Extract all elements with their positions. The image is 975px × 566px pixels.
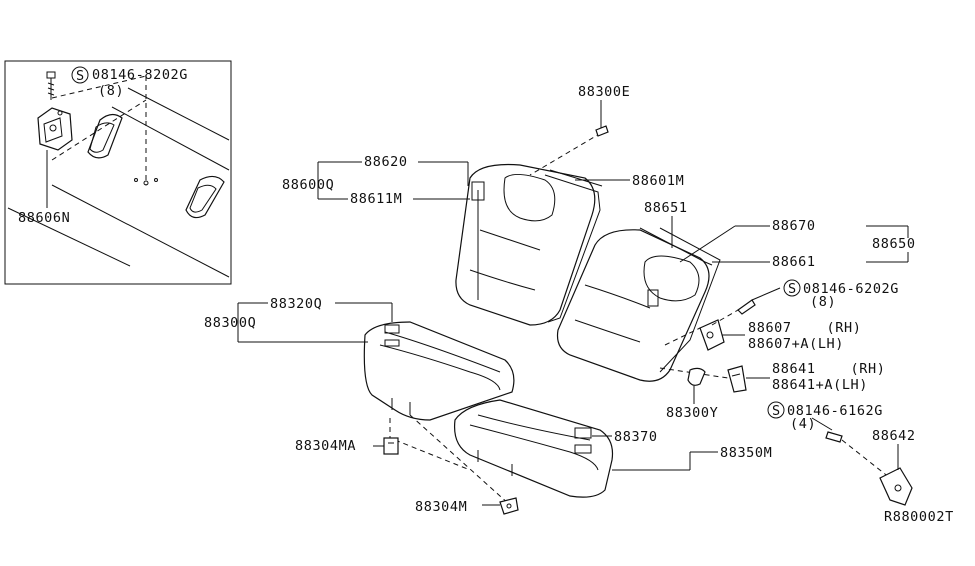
label-bolt-6202G-qty: (8) bbox=[810, 294, 836, 310]
label-88650: 88650 bbox=[872, 236, 916, 252]
label-88641-lh: 88641+A(LH) bbox=[772, 377, 868, 393]
label-bolt-6162G: 08146-6162G bbox=[787, 403, 883, 419]
symbol-s-2-text: S bbox=[772, 403, 781, 419]
bracket-88642 bbox=[879, 467, 913, 506]
inset-bolt-label: 08146-8202G bbox=[92, 67, 188, 83]
label-88661: 88661 bbox=[772, 254, 816, 270]
screw-88300E bbox=[595, 125, 609, 137]
label-88304M: 88304M bbox=[415, 499, 467, 515]
seatback-left bbox=[455, 163, 603, 326]
label-88320Q: 88320Q bbox=[270, 296, 322, 312]
symbol-s-1-text: S bbox=[788, 281, 797, 297]
cushion-right bbox=[453, 399, 614, 498]
labels: 88300E 88620 88600Q 88611M 88601M 88651 … bbox=[204, 84, 954, 525]
inset-detail: S 08146-8202G (8) 88606N bbox=[4, 60, 232, 285]
cushion-left bbox=[363, 321, 515, 421]
label-88607-lh: 88607+A(LH) bbox=[748, 336, 844, 352]
label-88641-rh: 88641 (RH) bbox=[772, 361, 885, 377]
inset-bolt bbox=[46, 71, 56, 100]
label-88670: 88670 bbox=[772, 218, 816, 234]
label-88300Y: 88300Y bbox=[666, 405, 718, 421]
label-88620: 88620 bbox=[364, 154, 408, 170]
clip-88304M bbox=[499, 497, 519, 515]
label-88642: 88642 bbox=[872, 428, 916, 444]
label-88607-rh: 88607 (RH) bbox=[748, 320, 861, 336]
label-88300E: 88300E bbox=[578, 84, 630, 100]
label-88300Q: 88300Q bbox=[204, 315, 256, 331]
label-bolt-6162G-qty: (4) bbox=[790, 416, 816, 432]
inset-frame bbox=[4, 60, 232, 285]
inset-symbol-s bbox=[71, 66, 89, 84]
symbol-s-1 bbox=[783, 279, 801, 297]
latch-88607 bbox=[699, 319, 725, 351]
striker-88641 bbox=[727, 365, 747, 393]
seatback-right bbox=[556, 227, 721, 382]
inset-bolt-qty: (8) bbox=[98, 83, 124, 99]
inset-symbol-s-text: S bbox=[76, 68, 85, 84]
symbol-s-2 bbox=[767, 401, 785, 419]
inset-bracket bbox=[37, 107, 73, 151]
inset-bracket-label: 88606N bbox=[18, 210, 70, 226]
leader-lines bbox=[237, 100, 909, 506]
label-88350M: 88350M bbox=[720, 445, 772, 461]
bolt-08146-6202G bbox=[737, 299, 756, 315]
label-88370: 88370 bbox=[614, 429, 658, 445]
label-88304MA: 88304MA bbox=[295, 438, 356, 454]
clip-88304MA bbox=[383, 437, 399, 455]
label-bolt-6202G: 08146-6202G bbox=[803, 281, 899, 297]
bumper-88300Y bbox=[687, 367, 706, 386]
label-88601M: 88601M bbox=[632, 173, 684, 189]
reference-code: R880002T bbox=[884, 509, 954, 525]
label-88611M: 88611M bbox=[350, 191, 402, 207]
label-88651: 88651 bbox=[644, 200, 688, 216]
inset-pad-lower bbox=[185, 175, 225, 219]
bolt-08146-6162G bbox=[825, 431, 843, 443]
label-88600Q: 88600Q bbox=[282, 177, 334, 193]
